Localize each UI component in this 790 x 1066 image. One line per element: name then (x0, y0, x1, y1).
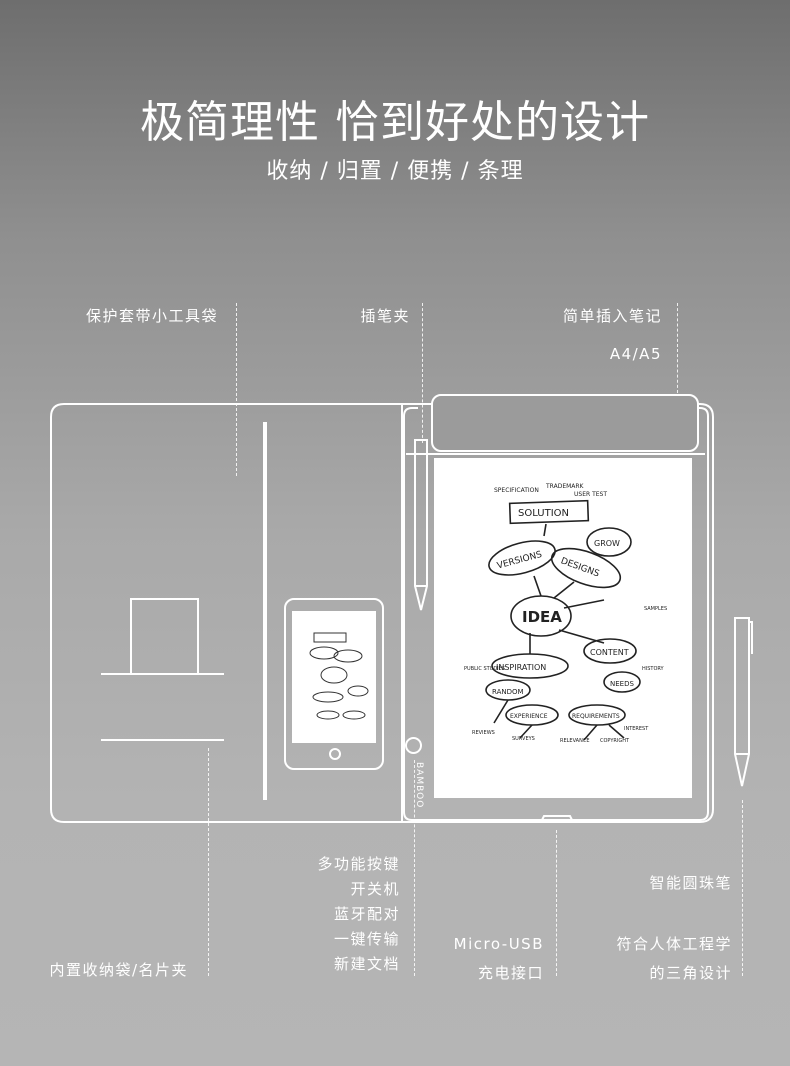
leader-smart-pen (742, 800, 743, 976)
page-subtitle: 收纳 / 归置 / 便携 / 条理 (266, 159, 524, 184)
sketch-relevance: RELEVANCE (560, 738, 590, 744)
sketch-history: HISTORY (642, 666, 665, 672)
right-cover-outline (402, 403, 714, 823)
ergonomic-line-2: 的三角设计 (649, 964, 732, 982)
sketch-requirements: REQUIREMENTS (572, 713, 620, 720)
usb-line-1: Micro-USB (453, 935, 544, 953)
leader-tool-pocket (236, 303, 237, 476)
label-storage-bag: 内置收纳袋/名片夹 (49, 961, 188, 979)
device-brand: BAMBOO (414, 762, 424, 809)
clip-pen-icon (414, 439, 428, 611)
sketch-public-studies: PUBLIC STUDIES (464, 666, 505, 672)
sketch-samples: SAMPLES (644, 606, 667, 612)
pocket-tab (130, 598, 199, 675)
sketch-user-test: USER TEST (574, 491, 607, 498)
sketch-content: CONTENT (590, 648, 629, 657)
label-tool-pocket: 保护套带小工具袋 (85, 307, 218, 325)
pad-frame (403, 407, 709, 821)
label-insert-notebook: 简单插入笔记 (562, 307, 662, 325)
smart-pen-icon (734, 617, 753, 787)
sketch-needs: NEEDS (610, 680, 634, 688)
sketch-inspiration: INSPIRATION (496, 663, 546, 672)
mindmap-sketch: SOLUTION SPECIFICATION TRADEMARK USER TE… (464, 483, 667, 744)
sketch-solution: SOLUTION (518, 508, 569, 519)
multi-button-line-3: 蓝牙配对 (333, 905, 400, 923)
left-cover-outline (50, 403, 403, 823)
sketch-trademark: TRADEMARK (545, 483, 585, 490)
label-smart-pen: 智能圆珠笔 (649, 874, 732, 892)
label-multi-button: 多功能按键 开关机 蓝牙配对 一键传输 新建文档 (317, 852, 400, 977)
sketch-specification: SPECIFICATION (494, 487, 539, 494)
leader-storage-bag (208, 748, 209, 976)
multi-button-line-5: 新建文档 (333, 955, 400, 973)
sketch-random: RANDOM (492, 688, 524, 696)
sketch-experience: EXPERIENCE (510, 713, 548, 720)
label-usb-port: Micro-USB 充电接口 (454, 930, 544, 988)
leader-pen-clip (422, 303, 423, 443)
sketch-reviews: REVIEWS (472, 730, 495, 736)
ergonomic-line-1: 符合人体工程学 (616, 935, 732, 953)
phone-outline (284, 598, 384, 770)
sketch-copyright: COPYRIGHT (600, 738, 630, 744)
multi-button-line-2: 开关机 (350, 880, 400, 898)
label-paper-size: A4/A5 (609, 345, 662, 363)
phone-sketch (309, 632, 369, 720)
power-button-icon[interactable] (405, 737, 422, 754)
multi-button-line-1: 多功能按键 (317, 855, 400, 873)
notebook-clip (431, 394, 699, 452)
sketch-interest: INTEREST (624, 726, 649, 732)
spine-bar (263, 422, 267, 800)
label-pen-clip: 插笔夹 (360, 307, 410, 325)
sketch-grow: GROW (594, 539, 620, 548)
label-ergonomic: 符合人体工程学 的三角设计 (616, 930, 732, 988)
leader-usb-port (556, 830, 557, 976)
page-title: 极简理性 恰到好处的设计 (140, 97, 650, 148)
sketch-idea: IDEA (522, 608, 562, 626)
multi-button-line-4: 一键传输 (333, 930, 400, 948)
usb-line-2: 充电接口 (477, 964, 544, 982)
sketch-surveys: SURVEYS (512, 736, 535, 742)
phone-home-button-icon (329, 748, 341, 760)
paper-sheet (434, 458, 692, 798)
leader-multi-button (414, 760, 415, 976)
leader-insert-notebook (677, 303, 678, 393)
